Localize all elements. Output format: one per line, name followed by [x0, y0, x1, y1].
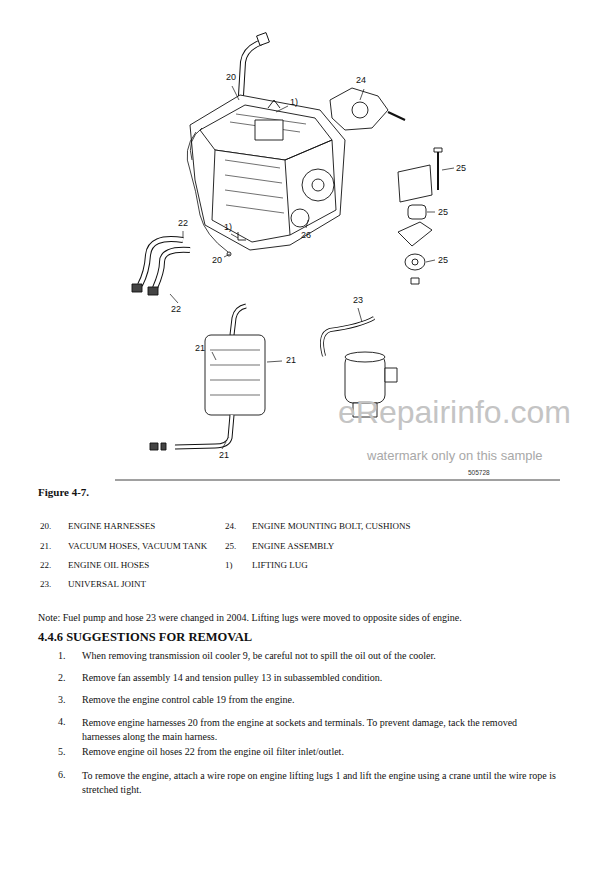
callout-number: 1): [290, 97, 298, 108]
mount-bolt: [388, 112, 405, 120]
callout-number: 20: [226, 72, 236, 83]
step-number: 4.: [58, 716, 66, 729]
legend-text: ENGINE OIL HOSES: [68, 560, 149, 571]
air-intake: [255, 120, 283, 140]
harness-wire: [190, 128, 202, 160]
hose-fitting: [148, 287, 158, 295]
nut: [411, 278, 419, 284]
step-number: 2.: [58, 672, 66, 685]
callout-number: 21: [286, 355, 296, 366]
fuel-hose-inner: [322, 318, 374, 356]
callout-number: 22: [178, 218, 188, 229]
legend-text: ENGINE HARNESSES: [68, 521, 155, 532]
legend-number: 23.: [40, 579, 51, 590]
vacuum-hose-inner: [232, 306, 246, 335]
tank-ribs: [210, 350, 260, 395]
lifting-lug: [238, 232, 246, 240]
callout-number: 20: [212, 255, 222, 266]
legend-number: 22.: [40, 560, 51, 571]
figure-caption: Figure 4-7.: [38, 486, 89, 500]
callout-number: 21: [195, 343, 205, 354]
pulley-hub: [312, 179, 324, 191]
legend-text: UNIVERSAL JOINT: [68, 579, 146, 590]
step-text: Remove engine harnesses 20 from the engi…: [82, 716, 554, 744]
hose-fitting: [150, 443, 158, 450]
vacuum-hose-inner: [175, 415, 232, 447]
oil-hose-inner: [155, 250, 190, 288]
oil-hose: [155, 250, 190, 288]
step-text: To remove the engine, attach a wire rope…: [82, 769, 562, 797]
bolt-head: [434, 148, 442, 152]
engine-ribs: [225, 160, 284, 213]
step-text: When removing transmission oil cooler 9,…: [82, 650, 436, 663]
pulley: [302, 169, 334, 201]
cushion: [405, 254, 425, 270]
step-text: Remove engine oil hoses 22 from the engi…: [82, 746, 344, 759]
cushion: [408, 205, 426, 219]
callout-number: 23: [353, 295, 363, 306]
engine-front: [285, 140, 336, 235]
legend-number: 20.: [40, 521, 51, 532]
step-number: 3.: [58, 694, 66, 707]
mount-bracket: [398, 165, 432, 202]
legend-text: LIFTING LUG: [252, 560, 308, 571]
pump-outlet: [385, 368, 397, 382]
watermark: watermark only on this sample: [367, 448, 543, 464]
pump-top: [345, 352, 385, 362]
mount-bracket: [330, 88, 388, 130]
engine-block: [190, 95, 345, 250]
note-text: Note: Fuel pump and hose 23 were changed…: [38, 612, 462, 625]
step-text: Remove the engine control cable 19 from …: [82, 694, 294, 707]
mount-plate: [398, 222, 432, 246]
mount-bolt: [437, 150, 439, 190]
step-text: Remove fan assembly 14 and tension pulle…: [82, 672, 382, 685]
legend-text: ENGINE MOUNTING BOLT, CUSHIONS: [252, 521, 411, 532]
step-number: 6.: [58, 769, 66, 782]
callout-number: 26: [301, 230, 311, 241]
figure-code: 505728: [468, 469, 490, 477]
engine-side: [212, 150, 290, 242]
pipe-fitting: [257, 33, 270, 46]
fuel-hose: [322, 318, 374, 356]
vacuum-tank: [205, 335, 265, 415]
section-heading: 4.4.6 SUGGESTIONS FOR REMOVAL: [38, 630, 252, 646]
legend-number: 25.: [225, 541, 236, 552]
legend-number: 21.: [40, 541, 51, 552]
cushion-hole: [412, 259, 418, 265]
harness-wire: [187, 132, 228, 252]
callout-number: 22: [171, 304, 181, 315]
callout-number: 25: [456, 163, 466, 174]
vacuum-hose: [175, 415, 232, 447]
callout-number: 21: [219, 450, 229, 461]
step-number: 5.: [58, 746, 66, 759]
lifting-lug: [268, 100, 280, 108]
pulley-small: [291, 209, 309, 227]
watermark: eRepairinfo.com: [338, 392, 571, 432]
rule-line: [115, 480, 560, 481]
mount-cushion: [352, 102, 368, 118]
callout-number: 1): [224, 222, 232, 233]
callout-number: 25: [438, 255, 448, 266]
callout-number: 24: [356, 75, 366, 86]
vacuum-hose: [232, 306, 246, 335]
hose-fitting: [132, 284, 142, 292]
legend-text: ENGINE ASSEMBLY: [252, 541, 334, 552]
callout-number: 25: [438, 207, 448, 218]
legend-number: 24.: [225, 521, 236, 532]
legend-text: VACUUM HOSES, VACUUM TANK: [68, 541, 207, 552]
hose-fitting: [161, 443, 166, 450]
step-number: 1.: [58, 650, 66, 663]
legend-number: 1): [225, 560, 233, 571]
